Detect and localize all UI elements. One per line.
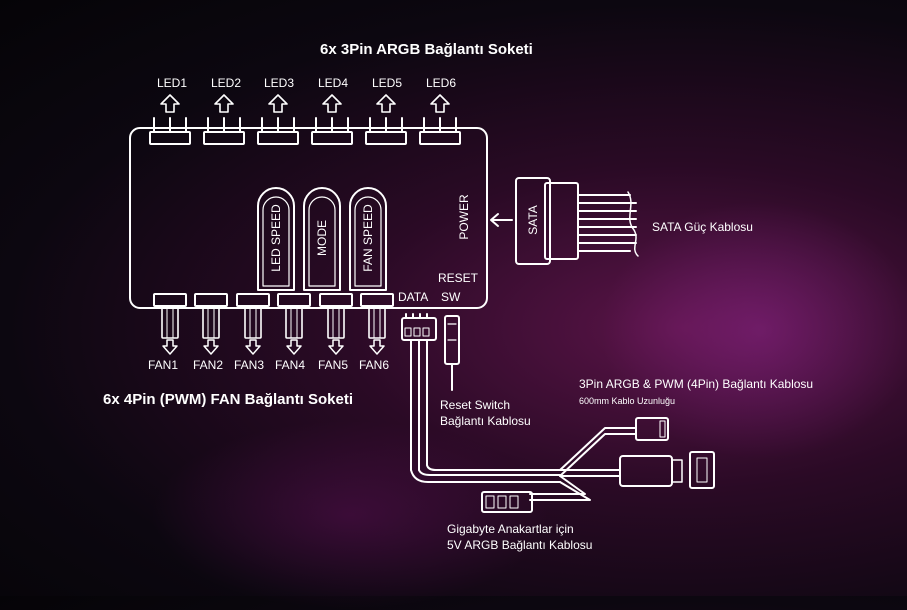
led-connector <box>149 94 191 145</box>
up-arrow-icon <box>268 94 288 113</box>
gigabyte-cable-label-1: Gigabyte Anakartlar için <box>447 522 574 536</box>
sata-connector <box>515 177 639 265</box>
led-connector <box>419 94 461 145</box>
argb-3pin-socket <box>689 451 715 489</box>
gigabyte-5v-connector <box>481 491 533 513</box>
down-arrow-icon <box>162 339 178 355</box>
background-glow-bottom <box>150 420 550 610</box>
button-shapes <box>257 187 387 291</box>
fan-label: FAN5 <box>318 358 349 372</box>
sata-cable-label: SATA Güç Kablosu <box>652 220 753 234</box>
led-connector <box>365 94 407 145</box>
down-arrow-icon <box>369 339 385 355</box>
fan-label: FAN1 <box>148 358 179 372</box>
background-glow-right <box>600 200 907 460</box>
down-arrow-icon <box>286 339 302 355</box>
mode-label: MODE <box>315 220 329 256</box>
up-arrow-icon <box>430 94 450 113</box>
reset-cable-label-2: Bağlantı Kablosu <box>440 414 531 428</box>
argb-cable-length: 600mm Kablo Uzunluğu <box>579 396 676 406</box>
led-connector <box>311 94 353 145</box>
sata-connector-label: SATA <box>526 205 540 235</box>
mode-button <box>303 187 341 291</box>
fan-connectors <box>153 293 394 355</box>
led-label: LED4 <box>318 76 349 90</box>
data-label: DATA <box>398 290 429 304</box>
argb-3pin-connector <box>619 455 673 487</box>
up-arrow-icon <box>214 94 234 113</box>
pwm-4pin-connector <box>635 417 669 441</box>
fan-title: 6x 4Pin (PWM) FAN Bağlantı Soketi <box>103 391 354 408</box>
down-arrow-icon <box>203 339 219 355</box>
down-arrow-icon <box>245 339 261 355</box>
fan-connector <box>153 293 187 355</box>
up-arrow-icon <box>322 94 342 113</box>
fan-label: FAN2 <box>193 358 224 372</box>
cable-split <box>481 417 715 513</box>
led-connectors <box>149 94 461 145</box>
fan-label: FAN6 <box>359 358 390 372</box>
fan-connector <box>319 293 353 355</box>
reset-connector <box>444 315 460 391</box>
fan-connector <box>194 293 228 355</box>
fan-speed-button <box>349 187 387 291</box>
led-label: LED5 <box>372 76 403 90</box>
fan-label: FAN3 <box>234 358 265 372</box>
argb-cable-label: 3Pin ARGB & PWM (4Pin) Bağlantı Kablosu <box>579 377 814 391</box>
fan-connector <box>236 293 270 355</box>
hub-diagram <box>0 0 907 596</box>
led-connector <box>257 94 299 145</box>
led-label: LED1 <box>157 76 188 90</box>
led-label: LED2 <box>211 76 242 90</box>
power-label: POWER <box>457 194 471 240</box>
up-arrow-icon <box>160 94 180 113</box>
fan-label: FAN4 <box>275 358 306 372</box>
fan-speed-label: FAN SPEED <box>361 204 375 272</box>
fan-connector <box>360 293 394 355</box>
power-arrow <box>490 213 513 227</box>
hub-body <box>129 127 488 309</box>
reset-cable-label-1: Reset Switch <box>440 398 511 412</box>
led-speed-label: LED SPEED <box>269 204 283 272</box>
led-label: LED3 <box>264 76 295 90</box>
fan-connector <box>277 293 311 355</box>
gigabyte-cable-label-2: 5V ARGB Bağlantı Kablosu <box>447 538 593 552</box>
led-label: LED6 <box>426 76 457 90</box>
argb-title: 6x 3Pin ARGB Bağlantı Soketi <box>320 41 533 58</box>
up-arrow-icon <box>376 94 396 113</box>
reset-label: RESET <box>438 271 479 285</box>
down-arrow-icon <box>328 339 344 355</box>
led-speed-button <box>257 187 295 291</box>
sw-label: SW <box>441 290 461 304</box>
data-connector <box>401 313 561 483</box>
led-connector <box>203 94 245 145</box>
